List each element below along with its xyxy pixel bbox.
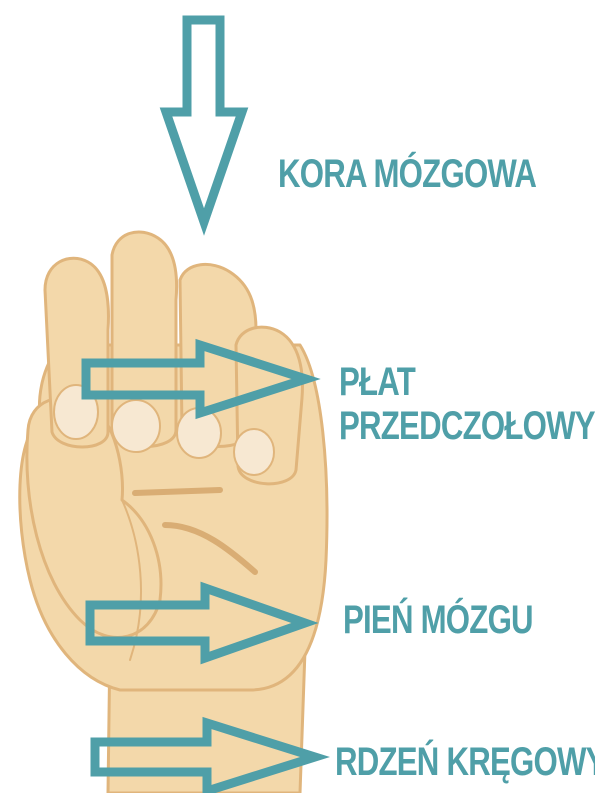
label-spinal-cord: RDZEŃ KRĘGOWY xyxy=(335,740,595,784)
label-prefrontal-line1: PŁAT xyxy=(339,360,595,404)
label-cerebral-cortex: KORA MÓZGOWA xyxy=(278,152,536,196)
label-prefrontal-line2: PRZEDCZOŁOWY xyxy=(339,404,595,448)
crease-1 xyxy=(135,490,220,493)
label-prefrontal-lobe: PŁAT PRZEDCZOŁOWY xyxy=(339,360,595,448)
arrow-down-icon xyxy=(166,20,242,222)
nail-index xyxy=(112,400,160,452)
label-brainstem: PIEŃ MÓZGU xyxy=(343,598,533,642)
fist-hand-icon xyxy=(20,232,327,793)
nail-ring xyxy=(234,429,274,475)
